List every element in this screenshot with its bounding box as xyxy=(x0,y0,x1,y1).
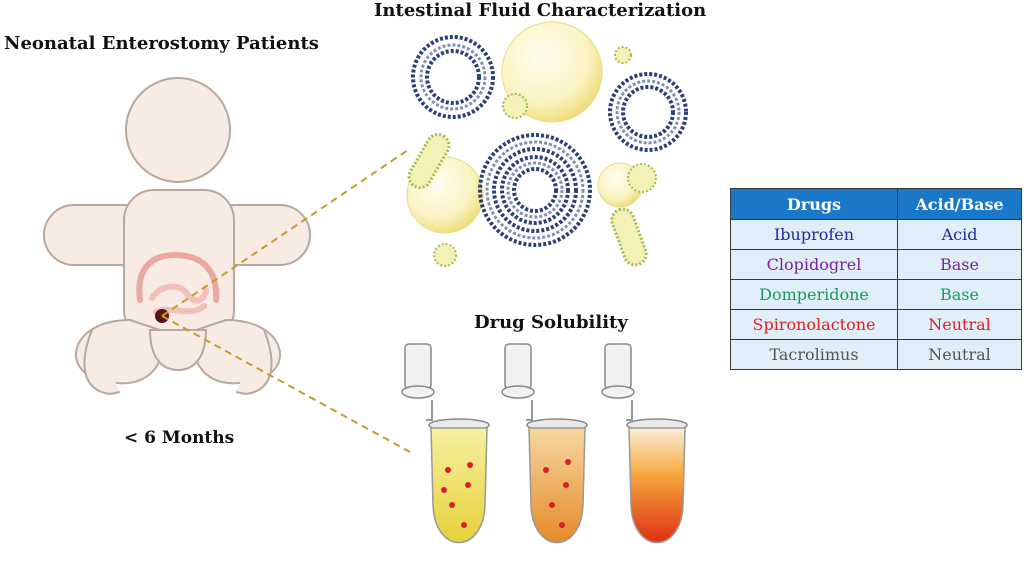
drug-name: Clopidogrel xyxy=(730,249,898,280)
fat-droplet-icon xyxy=(501,21,603,123)
drug-type: Acid xyxy=(897,219,1022,250)
baby-silhouette-icon xyxy=(43,77,311,396)
dashed-connectors xyxy=(161,149,411,453)
table-row: Domperidone Base xyxy=(730,279,1022,310)
table-row: Spironolactone Neutral xyxy=(730,309,1022,340)
drug-type: Neutral xyxy=(897,309,1022,340)
eppendorf-tube-icon xyxy=(501,343,588,544)
header-acid-base: Acid/Base xyxy=(897,188,1022,220)
drug-name: Domperidone xyxy=(730,279,898,310)
drug-name: Spironolactone xyxy=(730,309,898,340)
title-neonatal: Neonatal Enterostomy Patients xyxy=(4,33,319,54)
title-intestinal: Intestinal Fluid Characterization xyxy=(374,0,707,21)
table-header-row: Drugs Acid/Base xyxy=(730,188,1022,220)
table-row: Clopidogrel Base xyxy=(730,249,1022,280)
micelle-icon xyxy=(433,46,657,267)
drug-name: Tacrolimus xyxy=(730,339,898,370)
drug-name: Ibuprofen xyxy=(730,219,898,250)
title-solubility: Drug Solubility xyxy=(474,312,628,333)
drug-type: Neutral xyxy=(897,339,1022,370)
eppendorf-tube-icon xyxy=(401,343,490,544)
vesicle-icon xyxy=(411,35,495,119)
vesicle-icon xyxy=(608,72,688,152)
drug-type: Base xyxy=(897,279,1022,310)
vesicle-icon xyxy=(478,133,592,247)
table-row: Ibuprofen Acid xyxy=(730,219,1022,250)
header-drugs: Drugs xyxy=(730,188,898,220)
eppendorf-tube-icon xyxy=(601,343,688,544)
drug-type: Base xyxy=(897,249,1022,280)
table-row: Tacrolimus Neutral xyxy=(730,339,1022,370)
micelle-icon xyxy=(407,132,648,267)
drug-table: Drugs Acid/Base Ibuprofen Acid Clopidogr… xyxy=(730,188,1022,370)
age-label: < 6 Months xyxy=(124,428,235,448)
